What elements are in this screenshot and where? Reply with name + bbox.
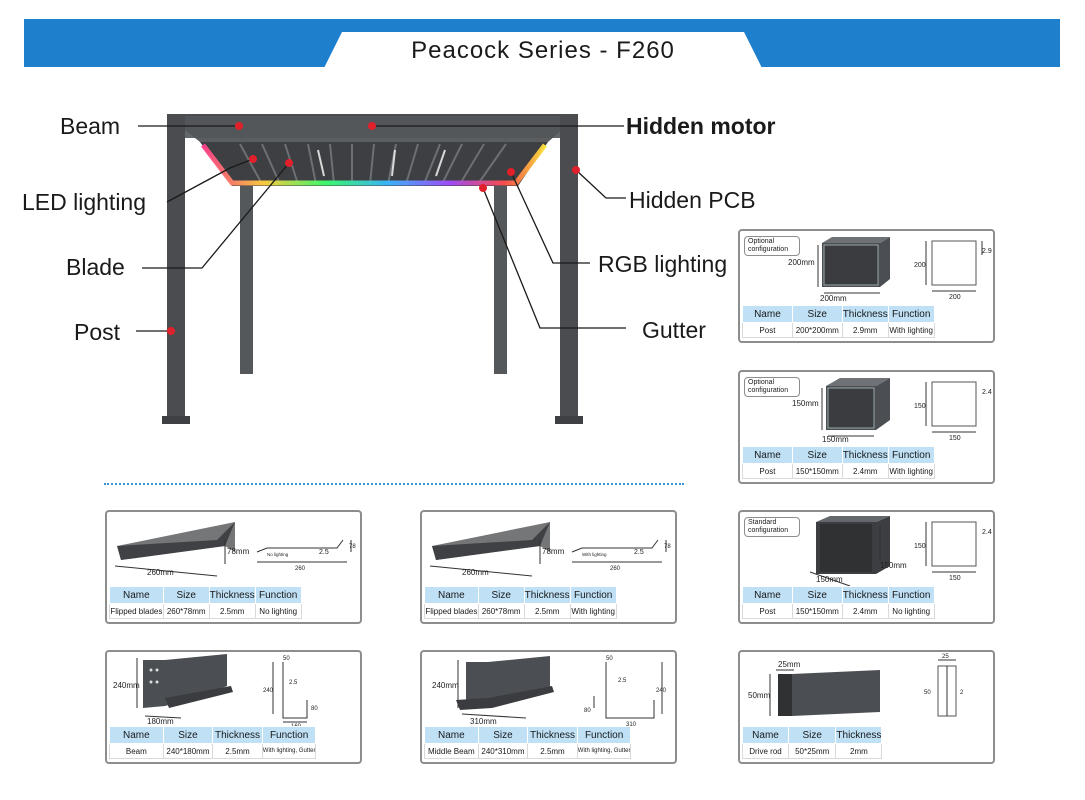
svg-text:2: 2	[960, 690, 964, 696]
callout-blade: Blade	[66, 254, 125, 280]
svg-text:78: 78	[664, 544, 671, 550]
config-label: Optional configuration	[744, 377, 800, 397]
callout-rgb-lighting: RGB lighting	[598, 251, 728, 277]
pergola-frame	[162, 114, 583, 424]
svg-text:2.4: 2.4	[982, 389, 992, 396]
svg-text:With lighting: With lighting	[582, 552, 607, 557]
svg-text:150mm: 150mm	[816, 575, 843, 584]
callout-gutter: Gutter	[642, 317, 706, 343]
svg-text:50: 50	[924, 690, 931, 696]
callout-beam: Beam	[60, 113, 121, 139]
svg-text:260mm: 260mm	[147, 568, 174, 577]
svg-text:150mm: 150mm	[880, 561, 907, 570]
dim-width: 200mm	[820, 294, 847, 303]
svg-text:No lighting: No lighting	[267, 552, 289, 557]
svg-text:2.5: 2.5	[618, 678, 627, 684]
svg-text:180mm: 180mm	[147, 717, 174, 726]
marker-dots	[167, 122, 580, 335]
svg-text:150: 150	[914, 543, 926, 550]
svg-text:150mm: 150mm	[792, 399, 819, 408]
dim-height: 200mm	[788, 258, 815, 267]
svg-text:25mm: 25mm	[778, 660, 801, 669]
svg-text:2.5: 2.5	[289, 680, 298, 686]
callout-hidden-pcb: Hidden PCB	[629, 187, 756, 213]
svg-text:50mm: 50mm	[748, 691, 771, 700]
spec-card-post-200: Optional configuration 200mm 200mm 200 2…	[738, 229, 995, 343]
svg-text:150: 150	[949, 435, 961, 442]
spec-card-beam: 240mm 180mm 50 240 2.5 80 160 NameSizeTh…	[105, 650, 362, 764]
svg-text:50: 50	[606, 656, 613, 662]
svg-text:240: 240	[263, 688, 274, 694]
callout-post: Post	[74, 319, 121, 345]
config-label: Optional configuration	[744, 236, 800, 256]
svg-text:50: 50	[283, 656, 290, 662]
svg-text:310: 310	[626, 722, 637, 728]
beam-figure: 240mm 180mm 50 240 2.5 80 160	[113, 654, 318, 728]
svg-text:260: 260	[295, 566, 306, 572]
svg-text:150: 150	[949, 575, 961, 582]
post-200-figure: 200mm 200mm 200 200 2.9	[788, 237, 992, 303]
leader-lines	[136, 125, 626, 332]
svg-text:240: 240	[656, 688, 667, 694]
callout-hidden-motor: Hidden motor	[626, 113, 776, 139]
blade-figure: 260mm 78mm No lighting 2.5 260 78	[114, 522, 356, 577]
svg-text:150: 150	[914, 403, 926, 410]
post-150-figure: 150mm 150mm 150 150 2.4	[792, 378, 992, 444]
drawing-height: 200	[914, 262, 926, 269]
svg-text:2.5: 2.5	[634, 549, 644, 556]
svg-text:310mm: 310mm	[470, 717, 497, 726]
page-title: Peacock Series - F260	[411, 37, 675, 64]
svg-text:25: 25	[942, 654, 949, 660]
svg-text:2.5: 2.5	[319, 549, 329, 556]
header-tab	[324, 32, 762, 68]
drawing-thickness: 2.9	[982, 248, 992, 255]
config-label: Standard configuration	[744, 517, 800, 537]
drawing-width: 200	[949, 294, 961, 301]
post-150-std-figure: 150mm 150mm 150 150 2.4	[809, 516, 992, 587]
middle-beam-figure: 240mm 310mm 50 240 2.5 80 310	[432, 656, 667, 728]
svg-text:240mm: 240mm	[113, 681, 140, 690]
spec-card-post-150-lighting: Optional configuration 150mm 150mm 150 1…	[738, 370, 995, 484]
svg-text:260: 260	[610, 566, 621, 572]
drive-rod-figure: 25mm 50mm 25 50 2	[748, 654, 964, 717]
svg-text:80: 80	[311, 706, 318, 712]
blade-lines	[239, 143, 507, 185]
svg-text:78: 78	[349, 544, 356, 550]
blade-lighting-figure: 260mm 78mm With lighting 2.5 260 78	[429, 522, 671, 577]
svg-text:240mm: 240mm	[432, 681, 459, 690]
svg-text:150mm: 150mm	[822, 435, 849, 444]
section-divider	[104, 483, 684, 485]
svg-text:80: 80	[584, 708, 591, 714]
spec-card-post-150-standard: Standard configuration 150mm 150mm 150 1…	[738, 510, 995, 624]
svg-text:78mm: 78mm	[542, 547, 565, 556]
callout-led-lighting: LED lighting	[22, 189, 147, 215]
spec-card-blade-lighting: 260mm 78mm With lighting 2.5 260 78 Name…	[420, 510, 677, 624]
svg-text:260mm: 260mm	[462, 568, 489, 577]
svg-text:2.4: 2.4	[982, 529, 992, 536]
svg-text:78mm: 78mm	[227, 547, 250, 556]
